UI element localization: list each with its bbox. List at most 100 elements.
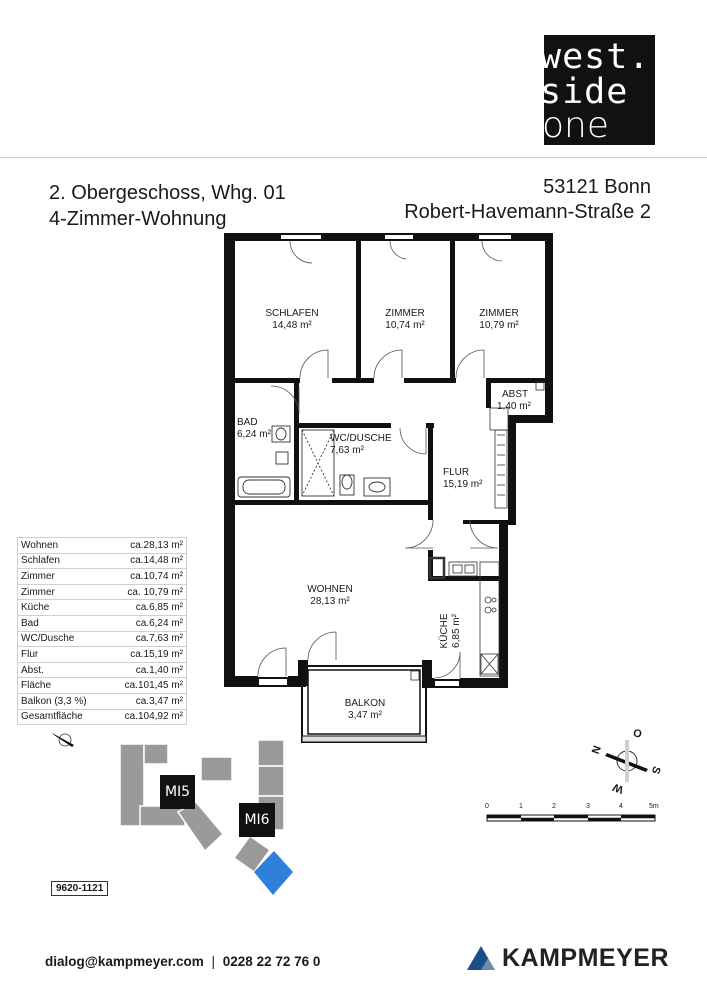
table-cell-label: Fläche xyxy=(17,677,107,694)
exterior-walls xyxy=(224,233,553,688)
unit-type: 4-Zimmer-Wohnung xyxy=(49,208,227,230)
room-bad-area: 6,24 m² xyxy=(237,429,271,440)
table-cell-label: Zimmer xyxy=(17,568,107,585)
bathroom-fixtures xyxy=(237,425,391,498)
west-side-one-logo: west. side one xyxy=(544,35,655,145)
scale-tick-0: 0 xyxy=(485,803,489,810)
room-abst-name: ABST xyxy=(502,389,529,400)
scale-bar xyxy=(486,814,656,822)
hall-fixtures xyxy=(489,381,545,509)
table-cell-value: ca.101,45 m² xyxy=(106,677,187,694)
room-flur-name: FLUR xyxy=(443,467,470,478)
door-swings xyxy=(257,240,503,679)
room-wohnen-area: 28,13 m² xyxy=(310,596,350,607)
table-cell-label: Küche xyxy=(17,599,107,616)
room-schlafen-name: SCHLAFEN xyxy=(265,308,319,319)
room-balkon-area: 3,47 m² xyxy=(348,710,382,721)
room-schlafen-area: 14,48 m² xyxy=(272,320,312,331)
window-frames xyxy=(257,233,513,688)
room-schlafen: SCHLAFEN 14,48 m² xyxy=(252,308,332,332)
logo-line-3: one xyxy=(544,105,609,145)
table-cell-label: Balkon (3,3 %) xyxy=(17,693,107,710)
contact-divider: | xyxy=(211,954,216,969)
room-kueche: KÜCHE 6,85 m² xyxy=(439,606,463,656)
room-kueche-name: KÜCHE xyxy=(439,613,450,649)
kampmeyer-logo-mark xyxy=(467,946,495,970)
room-flur-area: 15,19 m² xyxy=(443,479,483,490)
room-wohnen: WOHNEN 28,13 m² xyxy=(290,584,370,608)
room-kueche-area: 6,85 m² xyxy=(451,614,462,648)
address-city: 53121 Bonn xyxy=(543,176,651,198)
scale-tick-4: 4 xyxy=(619,803,623,810)
room-wc-dusche-name: WC/DUSCHE xyxy=(330,433,392,444)
table-cell-label: Wohnen xyxy=(17,537,107,554)
room-flur: FLUR 15,19 m² xyxy=(443,467,482,491)
site-plan xyxy=(52,733,293,895)
table-cell-value: ca.15,19 m² xyxy=(106,646,187,663)
room-zimmer-1-name: ZIMMER xyxy=(385,308,425,319)
table-row: Abst.ca.1,40 m² xyxy=(17,662,187,679)
table-cell-value: ca.10,74 m² xyxy=(106,568,187,585)
room-balkon-name: BALKON xyxy=(344,698,386,709)
kitchen-fixtures xyxy=(428,556,500,677)
room-bad-name: BAD xyxy=(237,417,258,428)
scale-tick-5: 5m xyxy=(649,803,659,810)
kampmeyer-brand-name: KAMPMEYER xyxy=(502,944,670,972)
contact-email-link[interactable]: dialog@kampmeyer.com xyxy=(45,954,204,969)
table-cell-value: ca.7,63 m² xyxy=(106,631,187,648)
table-cell-label: Bad xyxy=(17,615,107,632)
table-cell-value: ca.6,24 m² xyxy=(106,615,187,632)
room-wohnen-name: WOHNEN xyxy=(307,584,353,595)
scale-tick-1: 1 xyxy=(519,803,523,810)
balcony-outline xyxy=(301,665,427,743)
footer-contact: dialog@kampmeyer.com | 0228 22 72 76 0 xyxy=(45,954,320,969)
table-cell-value: ca. 10,79 m² xyxy=(106,584,187,601)
interior-walls xyxy=(235,241,545,581)
room-zimmer-2-area: 10,79 m² xyxy=(479,320,519,331)
plan-code: 9620-1121 xyxy=(51,881,109,896)
compass-rose xyxy=(605,740,648,782)
scale-tick-3: 3 xyxy=(586,803,590,810)
room-zimmer-1: ZIMMER 10,74 m² xyxy=(366,308,444,332)
address-street: Robert-Havemann-Straße 2 xyxy=(404,201,651,223)
room-bad: BAD 6,24 m² xyxy=(237,417,271,441)
table-cell-label: Abst. xyxy=(17,662,107,679)
building-label-mi6: MI6 xyxy=(244,812,270,828)
room-abst-area: 1,40 m² xyxy=(497,401,531,412)
table-cell-value: ca.6,85 m² xyxy=(106,599,187,616)
table-cell-label: Schlafen xyxy=(17,553,107,570)
logo-line-2: side xyxy=(544,72,629,112)
contact-phone-link[interactable]: 0228 22 72 76 0 xyxy=(222,954,321,969)
room-zimmer-2: ZIMMER 10,79 m² xyxy=(460,308,538,332)
table-cell-value: ca.14,48 m² xyxy=(106,553,187,570)
room-abst: ABST 1,40 m² xyxy=(497,389,534,413)
room-wc-dusche-area: 7,63 m² xyxy=(330,445,364,456)
table-cell-value: ca.3,47 m² xyxy=(106,693,187,710)
room-balkon: BALKON 3,47 m² xyxy=(325,698,405,722)
room-zimmer-1-area: 10,74 m² xyxy=(385,320,425,331)
unit-floor-title: 2. Obergeschoss, Whg. 01 xyxy=(49,182,286,204)
table-cell-value: ca.104,92 m² xyxy=(106,709,187,726)
table-row: Balkon (3,3 %)ca.3,47 m² xyxy=(17,693,187,710)
room-wc-dusche: WC/DUSCHE 7,63 m² xyxy=(330,433,392,457)
room-zimmer-2-name: ZIMMER xyxy=(479,308,519,319)
header-separator xyxy=(0,157,707,158)
logo-line-1: west. xyxy=(544,37,651,77)
scale-tick-2: 2 xyxy=(552,803,556,810)
building-label-mi5: MI5 xyxy=(164,784,191,800)
table-cell-label: WC/Dusche xyxy=(17,631,107,648)
table-cell-label: Flur xyxy=(17,646,107,663)
table-cell-value: ca.1,40 m² xyxy=(106,662,187,679)
